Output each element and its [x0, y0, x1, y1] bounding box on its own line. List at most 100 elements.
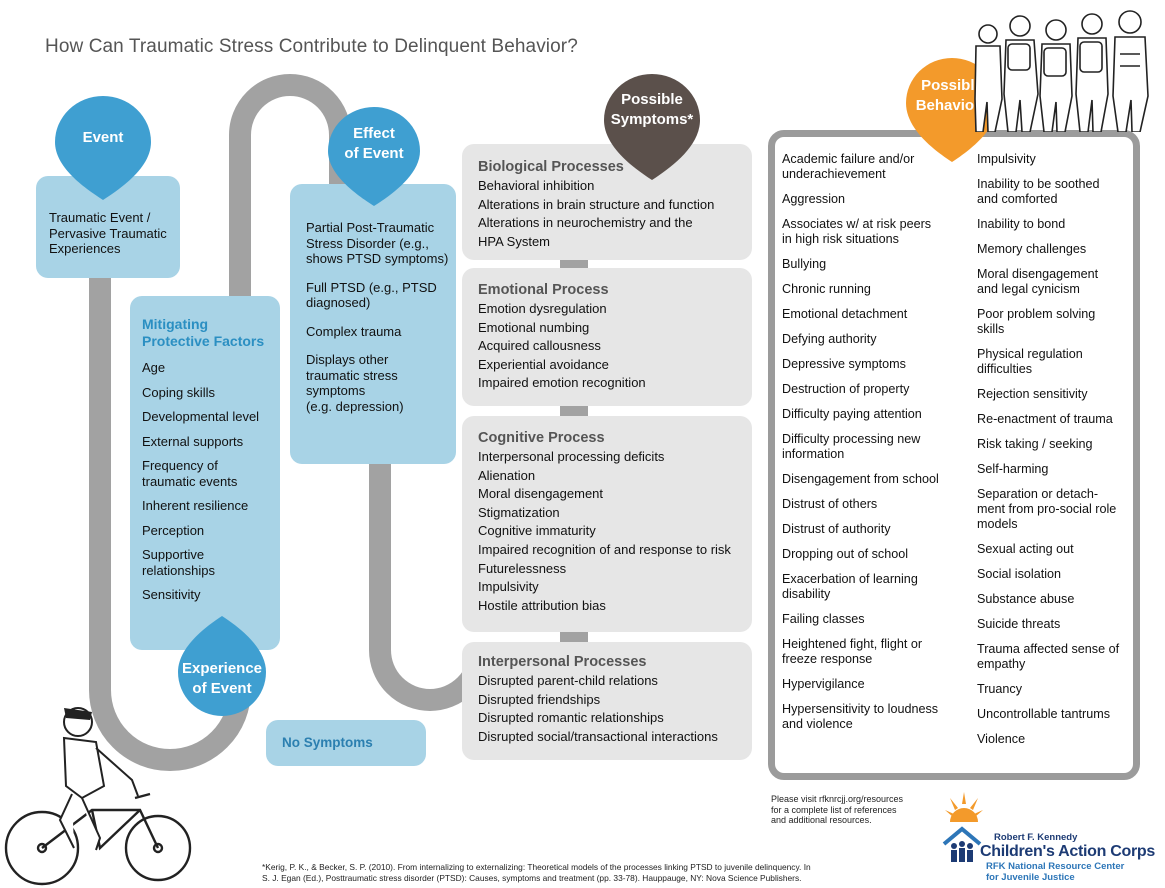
mitigating-heading-line: Protective Factors: [142, 333, 265, 349]
behavior-item: Difficulty paying attention: [782, 407, 962, 422]
effect-item-line: Displays other: [306, 352, 389, 367]
cyclist-illustration: [4, 707, 192, 886]
behavior-item-line: Academic failure and/or: [782, 152, 915, 166]
process-item: Hostile attribution bias: [478, 597, 606, 613]
process-item: Disrupted social/transactional interacti…: [478, 728, 718, 744]
behavior-item-line: Hypervigilance: [782, 677, 865, 691]
visit-note-line: for a complete list of references: [771, 804, 897, 815]
behavior-item-line: and comforted: [977, 192, 1058, 206]
symptoms-drop-line: Symptoms*: [610, 111, 694, 128]
behavior-item-line: Associates w/ at risk peers: [782, 217, 932, 231]
behavior-item-line: Difficulty processing new: [782, 432, 921, 446]
org-logo-text: Robert F. Kennedy Children's Action Corp…: [980, 832, 1155, 883]
process-item: Emotional numbing: [478, 319, 590, 335]
behavior-item-line: Emotional detachment: [782, 307, 908, 321]
behavior-item: Aggression: [782, 192, 962, 207]
no-symptoms-label: No Symptoms: [282, 735, 373, 750]
process-item: Cognitive immaturity: [478, 523, 596, 539]
mitigating-factor: External supports: [142, 434, 272, 450]
process-item: Disrupted friendships: [478, 691, 601, 707]
behavior-item: Memory challenges: [977, 242, 1147, 257]
behaviors-drop-line: Possible: [921, 77, 983, 94]
behavior-item: Disengagement from school: [782, 472, 962, 487]
effect-item-line: Complex trauma: [306, 323, 402, 339]
behavior-item: Distrust of others: [782, 497, 962, 512]
event-line: Pervasive Traumatic: [49, 225, 167, 241]
behavior-item-line: Exacerbation of learning: [782, 572, 918, 586]
mitigating-factor-line: Inherent resilience: [142, 498, 249, 513]
behavior-item-line: Distrust of others: [782, 497, 878, 511]
mitigating-factor: Age: [142, 360, 272, 376]
behavior-item-line: information: [782, 447, 845, 461]
experience-drop: [178, 616, 266, 716]
effect-drop-label: Effect of Event: [322, 124, 426, 164]
process-item: Emotion dysregulation: [478, 301, 607, 316]
behavior-item-line: Aggression: [782, 192, 846, 206]
visit-note: Please visit rfknrcjj.org/resources for …: [771, 794, 936, 826]
event-line: Traumatic Event /: [49, 210, 151, 225]
process-item: Experiential avoidance: [478, 356, 609, 372]
mitigating-factor-line: Developmental level: [142, 409, 260, 424]
experience-drop-line: of Event: [192, 680, 252, 697]
effect-item-line: Stress Disorder (e.g.,: [306, 235, 429, 251]
event-drop: [55, 96, 151, 200]
citation: *Kerig, P. K., & Becker, S. P. (2010). F…: [262, 862, 962, 884]
behavior-item: Rejection sensitivity: [977, 387, 1147, 402]
mitigating-factor-line: Sensitivity: [142, 587, 201, 602]
no-symptoms-box: No Symptoms: [266, 720, 426, 766]
behavior-item: Defying authority: [782, 332, 962, 347]
behaviors-frame: [768, 130, 1140, 780]
process-item: Stigmatization: [478, 504, 560, 520]
behavior-item-line: Risk taking / seeking: [977, 437, 1093, 451]
mitigating-heading: Mitigating Protective Factors: [142, 316, 272, 350]
process-item: Disrupted parent-child relations: [478, 673, 658, 688]
process-item: Alterations in brain structure and funct…: [478, 196, 715, 212]
behavior-item-line: Violence: [977, 732, 1026, 746]
behavior-item-line: Re-enactment of trauma: [977, 412, 1113, 426]
behavior-item-line: Distrust of authority: [782, 522, 891, 536]
org-line-1: Robert F. Kennedy: [994, 832, 1078, 843]
behavior-item-line: Chronic running: [782, 282, 871, 296]
behavior-item: Substance abuse: [977, 592, 1147, 607]
behavior-item: Depressive symptoms: [782, 357, 962, 372]
behavior-item-line: and legal cynicism: [977, 282, 1080, 296]
effect-item-line: (e.g. depression): [306, 398, 404, 414]
mitigating-factor-line: Frequency of: [142, 458, 218, 473]
process-item: Alienation: [478, 467, 536, 483]
behavior-item-line: Impulsivity: [977, 152, 1036, 166]
behavior-item-line: Sexual acting out: [977, 542, 1074, 556]
behavior-item: Emotional detachment: [782, 307, 962, 322]
experience-drop-line: Experience: [181, 660, 263, 677]
process-heading: Cognitive Process: [478, 430, 605, 446]
behavior-item: Dropping out of school: [782, 547, 962, 562]
process-item: Moral disengagement: [478, 486, 604, 502]
symptoms-drop-label: Possible Symptoms*: [598, 90, 706, 130]
behavior-item-line: skills: [977, 322, 1005, 336]
effect-drop-line: of Event: [344, 145, 404, 162]
symptoms-drop-line: Possible: [621, 91, 683, 108]
behavior-item-line: Defying authority: [782, 332, 877, 346]
citation-line: S. J. Egan (Ed.), Posttraumatic stress d…: [262, 873, 802, 883]
process-item: Impaired recognition of and response to …: [478, 541, 731, 557]
mitigating-factor-line: Perception: [142, 522, 205, 538]
behavior-item: Destruction of property: [782, 382, 962, 397]
behavior-item-line: Hypersensitivity to loudness: [782, 702, 939, 716]
mitigating-factor-line: traumatic events: [142, 473, 238, 489]
symptoms-drop: [604, 74, 700, 180]
effect-item-line: diagnosed): [306, 295, 371, 310]
effect-item-line: Full PTSD (e.g., PTSD: [306, 279, 437, 295]
process-heading: Interpersonal Processes: [478, 654, 647, 670]
org-line-2: Children's Action Corps: [980, 843, 1155, 860]
behavior-item-line: Truancy: [977, 682, 1023, 696]
org-line-3a: RFK National Resource Center: [986, 861, 1125, 872]
